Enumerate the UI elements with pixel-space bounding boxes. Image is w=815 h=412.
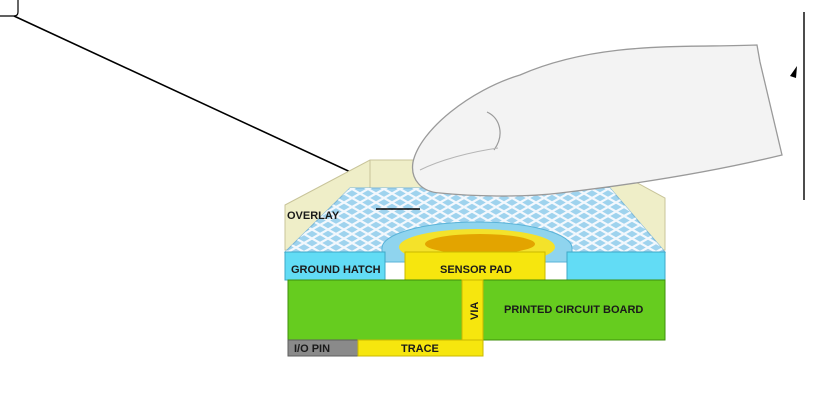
via-label: VIA xyxy=(469,302,481,320)
overlay-label: OVERLAY xyxy=(287,210,340,222)
sensor-pad-contact xyxy=(425,234,535,254)
sensor-pad-label: SENSOR PAD xyxy=(440,264,512,276)
pcb-label: PRINTED CIRCUIT BOARD xyxy=(504,304,643,316)
finger-illustration xyxy=(411,44,783,197)
io-pin-label: I/O PIN xyxy=(294,343,330,355)
ground-hatch-label: GROUND HATCH xyxy=(291,264,381,276)
ground-hatch-layer xyxy=(284,251,666,281)
trace xyxy=(357,339,484,357)
side-marker xyxy=(790,12,805,200)
sensor-pad xyxy=(404,251,546,281)
trace-label: TRACE xyxy=(401,343,439,355)
